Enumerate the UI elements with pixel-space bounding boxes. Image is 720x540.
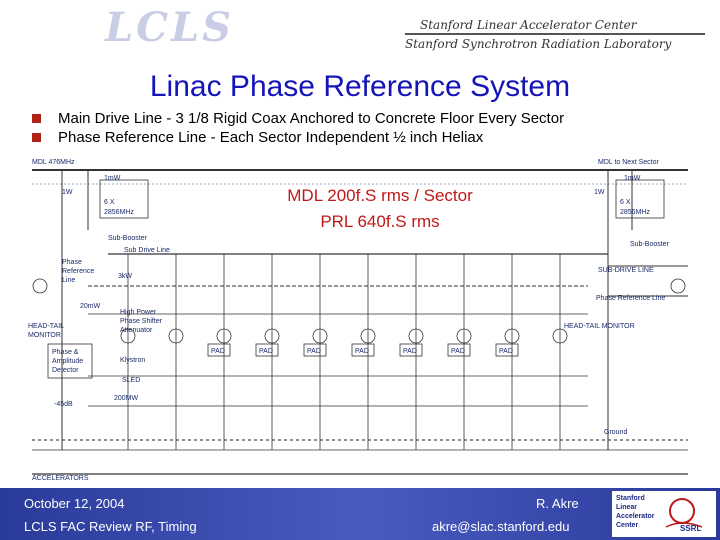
ssrl-ring-icon <box>665 498 703 528</box>
slide-footer <box>0 488 720 540</box>
power-1w-right: 1W <box>594 189 605 196</box>
db-label: -45dB <box>54 401 73 408</box>
power-3kw: 3kW <box>118 273 132 280</box>
phase-ref-label-3: Line <box>62 277 75 284</box>
bullet-marker <box>32 133 41 142</box>
headtail-left-2: MONITOR <box>28 332 61 339</box>
logo-line-3: Accelerator <box>616 513 655 520</box>
pad-label-3: Detector <box>52 367 79 374</box>
header-divider <box>405 33 705 35</box>
bullet-text-2: Phase Reference Line - Each Sector Indep… <box>58 129 484 146</box>
pad-box-label: PAD <box>211 348 225 355</box>
hpps-label-2: Phase Shifter <box>120 318 163 325</box>
klystron-label: Klystron <box>120 357 145 364</box>
power-1mw-right: 1mW <box>624 175 641 182</box>
pad-label-1: Phase & <box>52 349 79 356</box>
ssrl-name: Stanford Synchrotron Radiation Laborator… <box>405 37 672 51</box>
mult-right-1: 6 X <box>620 199 631 206</box>
ssrl-text: SSRL <box>680 524 702 533</box>
sled-label: SLED <box>122 377 140 384</box>
pad-box-label: PAD <box>259 348 273 355</box>
sub-drive-line-label: Sub Drive Line <box>124 247 170 254</box>
pad-box-label: PAD <box>499 348 513 355</box>
power-20mw: 20mW <box>80 303 101 310</box>
pad-label-2: Amplitude <box>52 358 83 365</box>
bullet-text-1: Main Drive Line - 3 1/8 Rigid Coax Ancho… <box>58 110 565 127</box>
logo-line-2: Linear <box>616 504 638 511</box>
pad-box-label: PAD <box>403 348 417 355</box>
subbooster-left: Sub-Booster <box>108 235 148 242</box>
slide-body <box>18 60 702 488</box>
sub-drive-line-right: SUB-DRIVE LINE <box>598 267 654 274</box>
bullet-marker <box>32 114 41 123</box>
pad-box-label: PAD <box>307 348 321 355</box>
logo-line-1: Stanford <box>616 495 645 502</box>
slide-title: Linac Phase Reference System <box>149 70 571 103</box>
headtail-left-1: HEAD-TAIL <box>28 323 64 330</box>
accelerators-label: ACCELERATORS <box>32 475 89 482</box>
phase-ref-label-2: Reference <box>62 268 94 275</box>
ground-label: Ground <box>604 429 627 436</box>
slide-header: LCLS Stanford Linear Accelerator Center … <box>0 0 720 58</box>
mdl-next-label: MDL to Next Sector <box>598 159 659 166</box>
footer-email: akre@slac.stanford.edu <box>432 519 570 534</box>
mult-right-2: 2856MHz <box>620 209 650 216</box>
hpps-label-3: Attenuator <box>120 327 153 334</box>
power-200mw: 200MW <box>114 395 139 402</box>
slac-name: Stanford Linear Accelerator Center <box>420 18 637 32</box>
hpps-label-1: High Power <box>120 309 157 316</box>
mult-left-2: 2856MHz <box>104 209 134 216</box>
logo-line-4: Center <box>616 522 639 529</box>
headtail-right: HEAD-TAIL MONITOR <box>564 323 635 330</box>
phase-ref-label-1: Phase <box>62 259 82 266</box>
prl-jitter-text: PRL 640f.S rms <box>320 212 440 231</box>
mdl-jitter-text: MDL 200f.S rms / Sector <box>287 186 473 205</box>
slac-ssrl-logo: Stanford Linear Accelerator Center SSRL <box>612 491 716 537</box>
pad-box-label: PAD <box>451 348 465 355</box>
power-1mw-left: 1mW <box>104 175 121 182</box>
power-1w-left: 1W <box>62 189 73 196</box>
pad-box-label: PAD <box>355 348 369 355</box>
footer-event: LCLS FAC Review RF, Timing <box>24 519 197 534</box>
phase-reference-diagram: MDL 476MHz MDL to Next Sector 1mW 1mW 1W… <box>28 159 688 482</box>
phase-ref-line-right: Phase Reference Line <box>596 295 665 302</box>
mult-left-1: 6 X <box>104 199 115 206</box>
mdl-label: MDL 476MHz <box>32 159 75 166</box>
footer-author: R. Akre <box>536 496 579 511</box>
subbooster-right: Sub-Booster <box>630 241 670 248</box>
lcls-logo: LCLS <box>105 4 234 51</box>
footer-date: October 12, 2004 <box>24 496 125 511</box>
